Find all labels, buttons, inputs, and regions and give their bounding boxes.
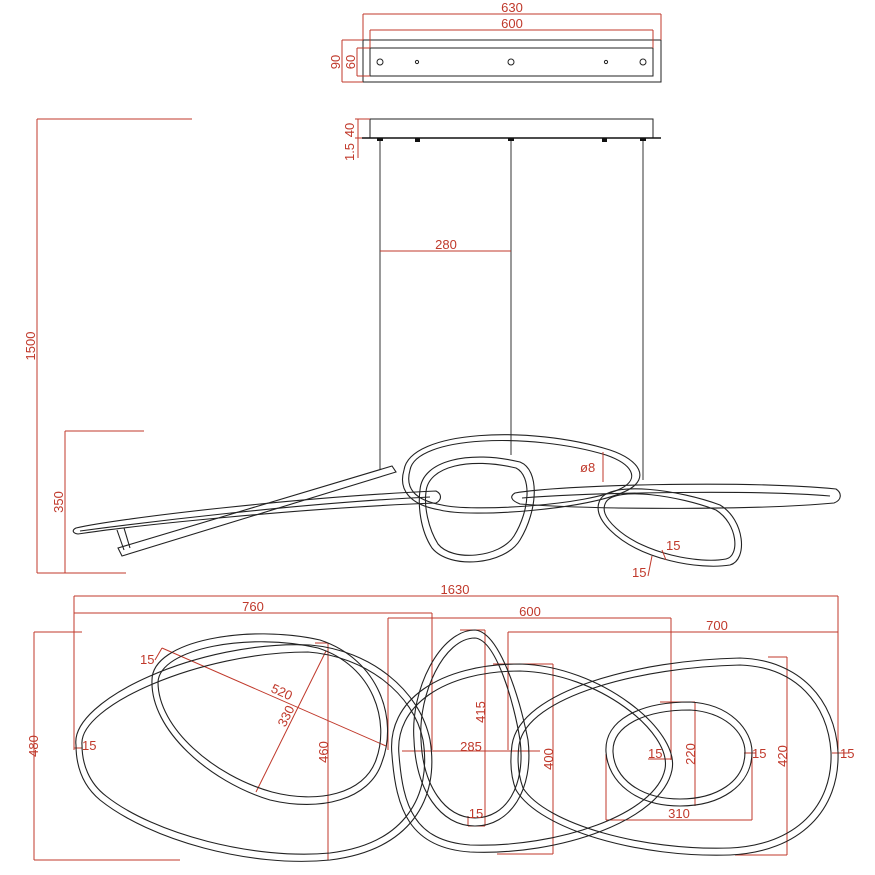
dim-canopy-outer-width: 630 xyxy=(501,0,523,15)
dim-profile-b: 15 xyxy=(632,565,646,580)
dim-left-width: 760 xyxy=(242,599,264,614)
height-dimensions xyxy=(36,118,192,574)
dim-canopy-inner-depth: 60 xyxy=(343,55,358,69)
dim-ring1-profile: 15 xyxy=(140,652,154,667)
dim-ring5-depth: 420 xyxy=(775,745,790,767)
dim-ring4-right-profile: 15 xyxy=(752,746,766,761)
dim-ring4-width: 310 xyxy=(668,806,690,821)
dim-tube-diameter: ø8 xyxy=(580,460,595,475)
dim-canopy-gap: 1.5 xyxy=(342,143,357,161)
dim-left-edge-profile: 15 xyxy=(82,738,96,753)
dim-right-edge-profile: 15 xyxy=(840,746,854,761)
plan-dimension-lines xyxy=(33,595,848,861)
dim-ring1-width: 330 xyxy=(274,703,297,729)
dim-middle-width: 600 xyxy=(519,604,541,619)
dim-ring4-height: 220 xyxy=(683,743,698,765)
dim-ring4-inner-profile: 15 xyxy=(648,746,662,761)
dim-ring2-profile: 15 xyxy=(469,806,483,821)
dim-profile-a: 15 xyxy=(666,538,680,553)
canopy-top-view xyxy=(341,13,662,83)
plan-rings xyxy=(75,629,839,862)
dim-ring1-depth: 460 xyxy=(316,741,331,763)
dim-ring1-length: 520 xyxy=(269,681,295,704)
dim-total-height: 1500 xyxy=(23,332,38,361)
suspension-wires xyxy=(379,141,644,480)
dim-fixture-height: 350 xyxy=(51,491,66,513)
dim-ring2-width: 285 xyxy=(460,739,482,754)
dim-wire-spacing: 280 xyxy=(435,237,457,252)
dim-right-width: 700 xyxy=(706,618,728,633)
dim-overall-width: 1630 xyxy=(441,582,470,597)
dim-ring3-depth: 400 xyxy=(541,748,556,770)
dim-canopy-height: 40 xyxy=(342,123,357,137)
fixture-side-view xyxy=(72,434,841,577)
dim-ring2-height: 415 xyxy=(473,701,488,723)
dim-canopy-outer-depth: 90 xyxy=(328,55,343,69)
dim-overall-depth: 480 xyxy=(26,735,41,757)
dim-canopy-inner-width: 600 xyxy=(501,16,523,31)
canopy-side-view xyxy=(355,118,661,158)
